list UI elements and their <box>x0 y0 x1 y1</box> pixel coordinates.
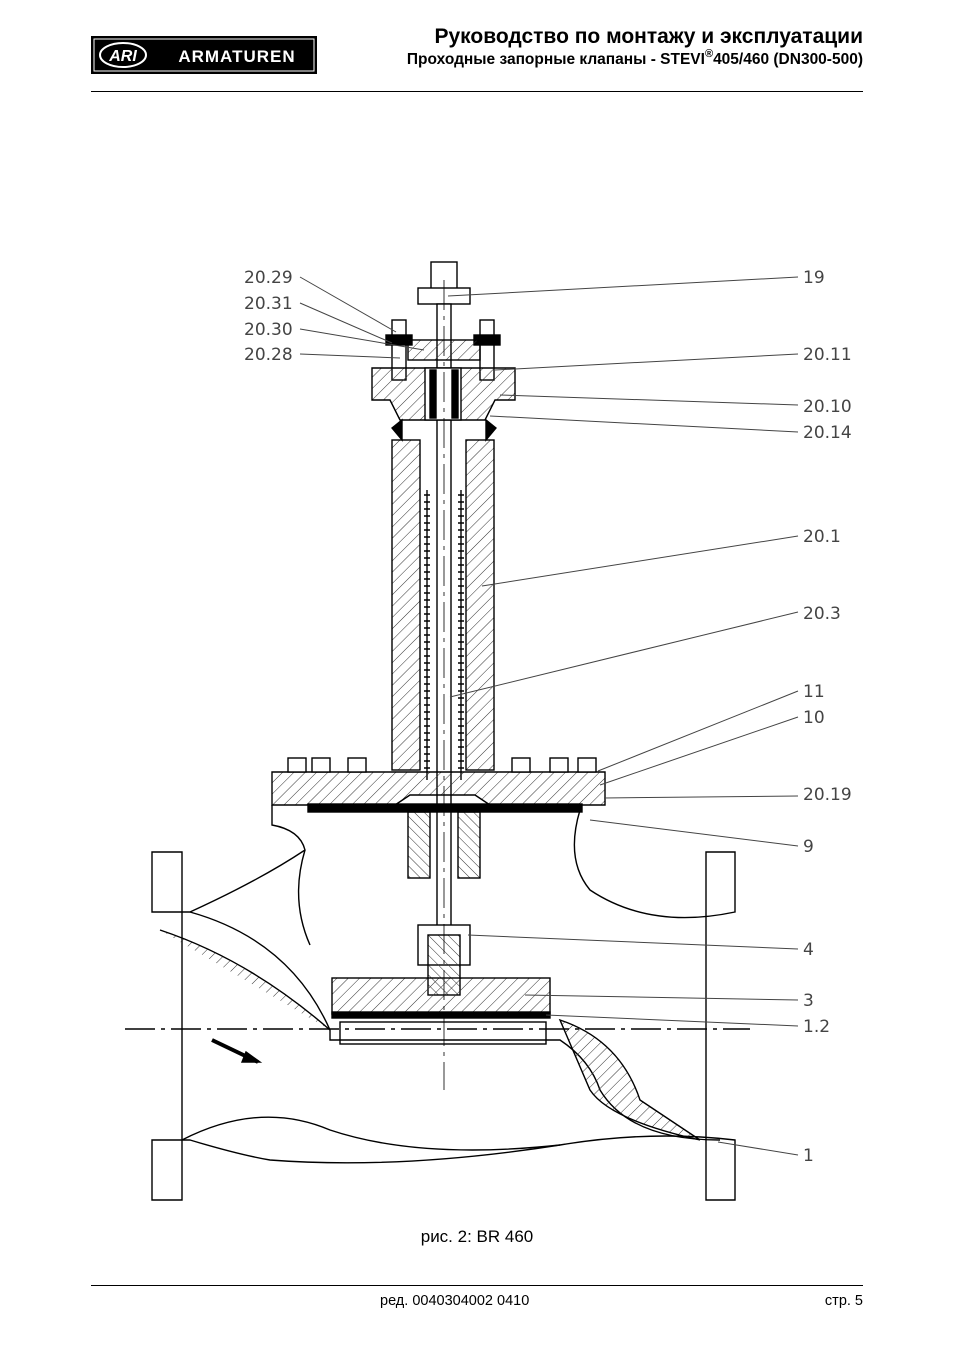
ari-armaturen-logo: ARI ARMATUREN <box>91 36 317 74</box>
callout-label: 20.10 <box>803 397 852 417</box>
footer-rule <box>91 1285 863 1286</box>
callout-label: 10 <box>803 708 825 728</box>
callout-label: 9 <box>803 837 814 857</box>
callout-label: 20.1 <box>803 527 841 547</box>
revision-number: ред. 0040304002 0410 <box>380 1293 530 1309</box>
callout-label: 20.30 <box>244 320 293 340</box>
callout-label: 4 <box>803 940 814 960</box>
callout-label: 3 <box>803 991 814 1011</box>
page-number: стр. 5 <box>824 1293 863 1309</box>
callout-label: 20.29 <box>244 268 293 288</box>
svg-text:ARMATUREN: ARMATUREN <box>178 47 295 66</box>
header-rule <box>91 91 863 92</box>
callout-label: 20.19 <box>803 785 852 805</box>
callout-label: 1.2 <box>803 1017 830 1037</box>
callout-label: 20.31 <box>244 294 293 314</box>
valve-cross-section-drawing: 20.29 20.31 20.30 20.28 19 20.11 20.10 2… <box>125 261 852 1201</box>
figure-caption: рис. 2: BR 460 <box>420 1227 534 1246</box>
callout-label: 11 <box>803 682 825 702</box>
callout-label: 20.28 <box>244 345 293 365</box>
callout-label: 1 <box>803 1146 814 1166</box>
callout-label: 20.14 <box>803 423 852 443</box>
document-title: Руководство по монтажу и эксплуатации <box>434 25 863 48</box>
callout-label: 20.11 <box>803 345 852 365</box>
document-subtitle: Проходные запорные клапаны - STEVI®405/4… <box>406 48 863 69</box>
svg-text:ARI: ARI <box>108 48 137 65</box>
callout-label: 19 <box>803 268 825 288</box>
callout-label: 20.3 <box>803 604 841 624</box>
